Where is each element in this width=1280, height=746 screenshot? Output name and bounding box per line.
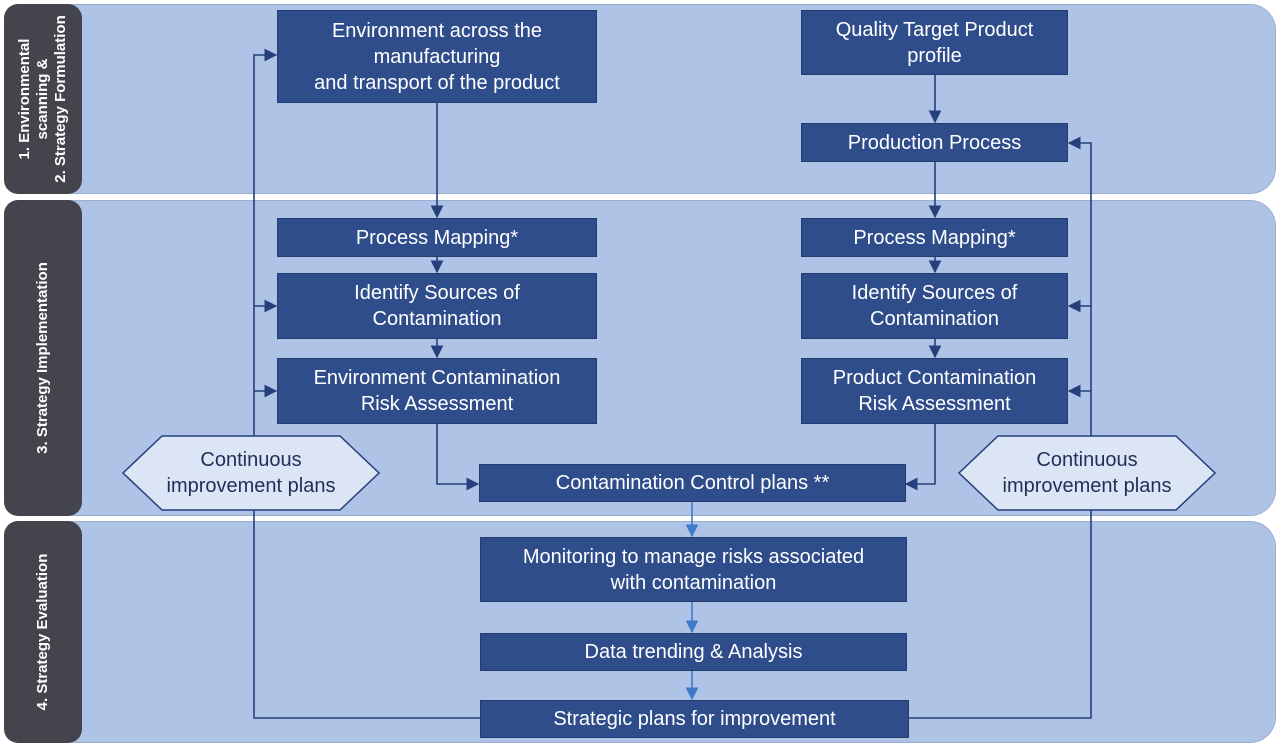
node-strategic-plans: Strategic plans for improvement	[480, 700, 909, 738]
node-environment: Environment across the manufacturing and…	[277, 10, 597, 103]
band-tab-formulation: 1. Environmental scanning & 2. Strategy …	[4, 4, 82, 194]
node-identify-sources-right: Identify Sources of Contamination	[801, 273, 1068, 339]
node-identify-sources-left: Identify Sources of Contamination	[277, 273, 597, 339]
band-tab-evaluation: 4. Strategy Evaluation	[4, 521, 82, 743]
node-product-risk: Product Contamination Risk Assessment	[801, 358, 1068, 424]
node-qtpp: Quality Target Product profile	[801, 10, 1068, 75]
edge-risk-to-control-right	[904, 424, 936, 491]
improvement-label-right: Continuous improvement plans	[1002, 449, 1172, 497]
node-process-mapping-left: Process Mapping*	[277, 218, 597, 257]
edge-strategic-to-right-loop	[909, 136, 1092, 719]
node-production-process: Production Process	[801, 123, 1068, 162]
improvement-hexagon-right	[958, 435, 1216, 511]
node-environment-risk: Environment Contamination Risk Assessmen…	[277, 358, 597, 424]
improvement-hexagon-left	[122, 435, 380, 511]
edge-strategic-to-left-loop	[253, 48, 480, 719]
edge-risk-to-control-left	[436, 424, 480, 491]
improvement-label-left: Continuous improvement plans	[166, 449, 336, 497]
node-contamination-control-plans: Contamination Control plans **	[479, 464, 906, 502]
node-monitoring: Monitoring to manage risks associated wi…	[480, 537, 907, 602]
band-tab-implementation: 3. Strategy Implementation	[4, 200, 82, 516]
node-data-trending: Data trending & Analysis	[480, 633, 907, 671]
node-process-mapping-right: Process Mapping*	[801, 218, 1068, 257]
